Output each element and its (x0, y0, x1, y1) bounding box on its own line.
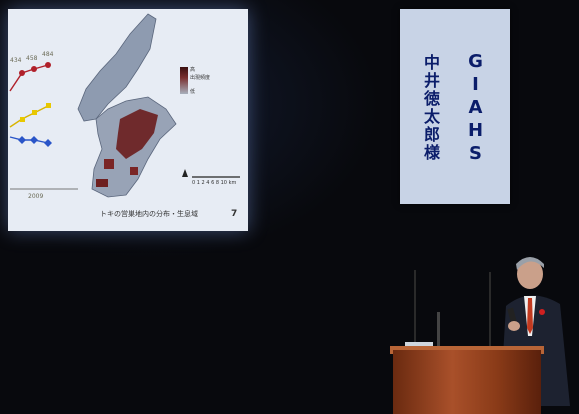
slide-caption: トキの営巣地内の分布・生息域 (100, 210, 198, 218)
island-map-north (77, 13, 157, 122)
speaker-hand (508, 321, 520, 331)
legend-low-label: 低 (190, 89, 196, 95)
legend-high-label: 高 (190, 67, 196, 73)
habitat-cell (104, 159, 114, 169)
series-yellow-point (20, 117, 25, 122)
gooseneck-mic (437, 312, 440, 348)
habitat-cell (130, 167, 138, 175)
series-yellow-point (32, 110, 37, 115)
mic-stand (489, 272, 491, 348)
chart-x-tick: 2009 (28, 193, 44, 200)
banner-name-text: 中井徳太郎様 (421, 54, 440, 162)
mic-stand (414, 270, 416, 350)
hanging-banner: 中井徳太郎様 GIAHS (400, 9, 510, 204)
series-yellow-point (46, 103, 51, 108)
legend-gradient (180, 67, 188, 94)
series-blue-line (9, 136, 49, 144)
series-blue-point (18, 136, 26, 144)
slide-page-number: 7 (231, 209, 238, 219)
series-red-line (9, 64, 49, 92)
map-legend: 高 出現頻度 低 (190, 66, 210, 96)
series-red-point (19, 70, 25, 76)
data-label-3: 484 (42, 51, 54, 58)
banner-giahs-text: GIAHS (465, 50, 486, 166)
data-label-2: 458 (26, 55, 38, 62)
series-red-point (31, 66, 37, 72)
series-yellow-line (9, 105, 49, 128)
wooden-podium (393, 350, 541, 414)
habitat-dense-area (116, 109, 158, 159)
data-label-1: 434 (10, 57, 22, 64)
legend-mid-label: 出現頻度 (190, 75, 211, 81)
series-red-point (45, 62, 51, 68)
speaker-head (517, 259, 543, 289)
slide-graphics (9, 13, 240, 198)
north-arrow-icon (182, 169, 188, 177)
speaker-hair (516, 257, 544, 270)
projection-slide: 高 出現頻度 低 434 458 484 2009 0 1 2 4 6 8 10… (8, 9, 248, 231)
series-blue-point (30, 136, 38, 144)
speaker-tie (527, 298, 533, 334)
series-blue-point (44, 139, 52, 147)
scale-label: 0 1 2 4 6 8 10 km (192, 180, 237, 186)
lapel-badge (539, 309, 545, 315)
habitat-cell (96, 179, 108, 187)
